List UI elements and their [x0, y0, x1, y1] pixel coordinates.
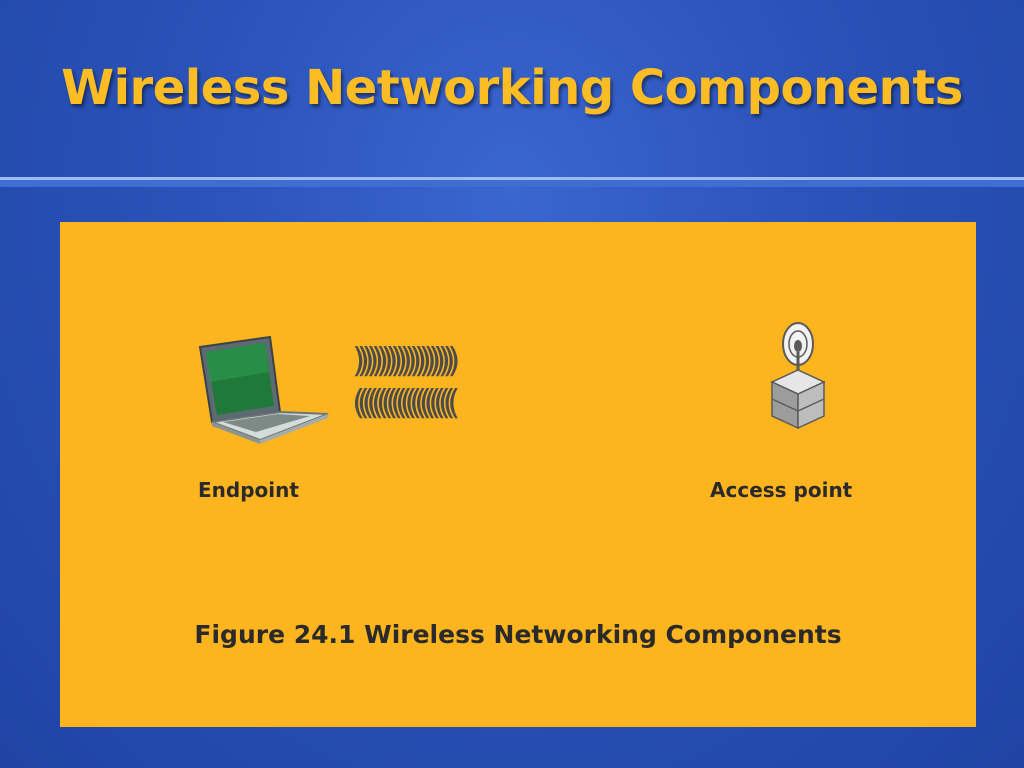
title-divider: [0, 177, 1024, 187]
laptop-icon: [198, 335, 329, 444]
access-point-icon: [770, 322, 826, 430]
figure-caption: Figure 24.1 Wireless Networking Componen…: [194, 620, 842, 649]
waves-incoming: (((((((((((((((((((((: [352, 383, 458, 423]
access-point-label: Access point: [710, 478, 853, 502]
slide-title: Wireless Networking Components: [61, 60, 963, 116]
wireless-signal-icon: ))))))))))))))))))))) ((((((((((((((((((…: [352, 341, 467, 423]
endpoint-label: Endpoint: [198, 478, 299, 502]
figure-diagram: ))))))))))))))))))))) ((((((((((((((((((…: [198, 322, 826, 444]
waves-outgoing: ))))))))))))))))))))): [352, 341, 458, 381]
figure-panel: ))))))))))))))))))))) ((((((((((((((((((…: [60, 222, 976, 727]
